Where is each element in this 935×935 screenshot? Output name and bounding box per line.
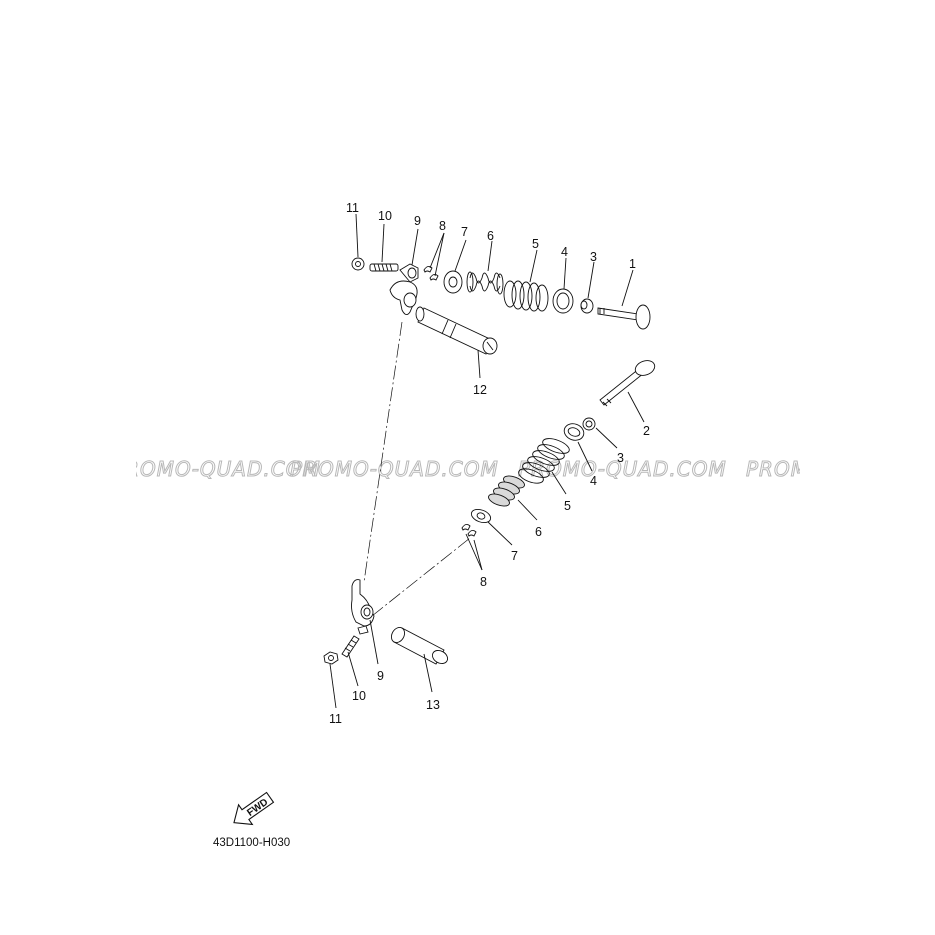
callout-9-bottom: 9 [377, 669, 384, 683]
callout-8-top: 8 [439, 219, 446, 233]
callout-11-bottom: 11 [329, 712, 342, 726]
oil-seal-part-3-top [580, 298, 594, 314]
callout-7-bottom: 7 [511, 549, 518, 563]
callout-10-bottom: 10 [352, 689, 366, 703]
adjusting-screw-part-10-top [369, 263, 399, 272]
callout-7-top: 7 [461, 225, 468, 239]
spring-seat-part-4-bottom [563, 423, 585, 441]
bottom-valve-assembly [323, 360, 656, 665]
rocker-arm-part-9-top [389, 263, 419, 315]
nut-part-11-bottom [323, 651, 339, 665]
watermark-text-2: PROMO-QUAD.COM [290, 457, 499, 481]
watermark-text-1: PROMO-QUAD.COM [112, 457, 321, 481]
callouts-bottom: 2 3 4 5 6 7 8 9 10 11 13 [329, 391, 650, 726]
drawing-code: 43D1100-H030 [213, 837, 290, 849]
valve-cotters-part-8-bottom [461, 523, 477, 537]
assembly-axes [363, 321, 471, 617]
callout-4-top: 4 [561, 245, 568, 259]
outer-spring-part-5-top [503, 280, 549, 312]
oil-seal-part-3-bottom [582, 417, 596, 431]
callout-12: 12 [473, 383, 487, 397]
spring-seat-part-4-top [552, 288, 574, 314]
callout-6-top: 6 [487, 229, 494, 243]
callout-3-top: 3 [590, 250, 597, 264]
watermark-text-3: PROMO-QUAD.COM [518, 457, 727, 481]
callout-8-bottom: 8 [480, 575, 487, 589]
callout-13: 13 [426, 698, 440, 712]
valve-part-1 [597, 304, 651, 330]
callout-2: 2 [643, 424, 650, 438]
forward-arrow-icon: FWD [233, 791, 275, 826]
callout-4-bottom: 4 [590, 474, 597, 488]
valve-part-2 [599, 360, 656, 407]
nut-part-11-top [351, 257, 365, 271]
callout-10-top: 10 [378, 209, 392, 223]
callout-5-bottom: 5 [564, 499, 571, 513]
callout-6-bottom: 6 [535, 525, 542, 539]
top-valve-assembly [351, 257, 651, 355]
callout-9-top: 9 [414, 214, 421, 228]
rocker-shaft-part-13 [390, 627, 448, 665]
spring-retainer-part-7-bottom [470, 508, 492, 524]
callout-11-top: 11 [346, 201, 359, 215]
spring-retainer-part-7-top [443, 270, 463, 294]
inner-spring-part-6-bottom [488, 475, 525, 507]
callout-5-top: 5 [532, 237, 539, 251]
callout-1: 1 [629, 257, 636, 271]
rocker-arm-part-9-bottom [351, 579, 375, 635]
callouts-top: 11 10 9 8 7 6 5 4 3 1 12 [346, 201, 636, 397]
outer-spring-part-5-bottom [518, 438, 570, 484]
adjusting-screw-part-10-bottom [341, 635, 360, 658]
callout-3-bottom: 3 [617, 451, 624, 465]
rocker-shaft-part-12 [415, 306, 498, 355]
inner-spring-part-6-top [466, 271, 504, 295]
